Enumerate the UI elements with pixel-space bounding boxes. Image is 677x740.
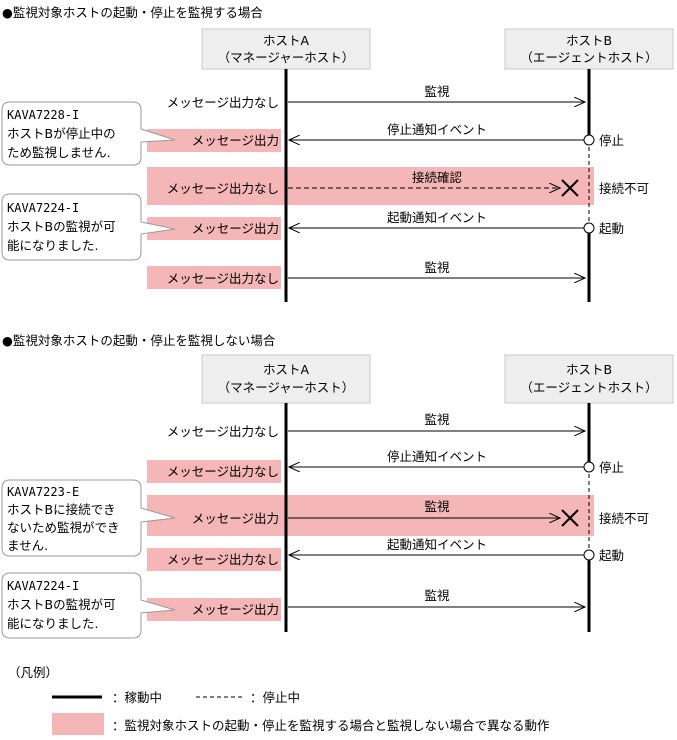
s1-left-highlight-1 [147, 129, 281, 152]
s1-msg-2-label: 停止通知イベント [387, 122, 487, 137]
s1-host-a-role: （マネージャーホスト） [218, 50, 355, 65]
s2-callout-2-line-2: ホストBの監視が可 [7, 597, 116, 612]
s1-row-4-right: 起動 [599, 221, 624, 236]
s1-row-3-left: メッセージ出力なし [167, 181, 279, 196]
s1-callout-2: KAVA7224-I ホストBの監視が可 能になりました. [1, 193, 176, 261]
s1-start-marker [583, 222, 595, 234]
s1-msg-1-label: 監視 [424, 84, 450, 99]
s2-msg-1-label: 監視 [424, 412, 450, 427]
s1-row-3-right: 接続不可 [599, 181, 649, 196]
s2-host-a-role: （マネージャーホスト） [218, 380, 355, 395]
s2-msg-4-label: 起動通知イベント [387, 537, 487, 552]
s2-callout-2: KAVA7224-I ホストBの監視が可 能になりました. [1, 572, 176, 639]
s1-callout-2-line-3: 能になりました. [7, 238, 98, 253]
s1-row-1-left: メッセージ出力なし [167, 95, 279, 110]
s1-left-highlight-2 [147, 217, 281, 240]
legend: （凡例） ：稼動中 ：停止中 ：監視対象ホストの起動・停止を監視する場合と監視し… [8, 665, 550, 735]
s2-msg-3-label: 監視 [424, 499, 450, 514]
s1-left-highlight-3 [147, 266, 281, 289]
s1-callout-1-line-3: ため監視しません. [7, 145, 111, 160]
section1-title: ●監視対象ホストの起動・停止を監視する場合 [2, 5, 263, 20]
s2-msg-2-label: 停止通知イベント [387, 449, 487, 464]
s2-row-4-right: 起動 [599, 548, 624, 563]
s1-callout-1: KAVA7228-I ホストBが停止中の ため監視しません. [1, 101, 176, 166]
s1-stop-marker [583, 134, 595, 146]
s1-msg-4-label: 起動通知イベント [387, 210, 487, 225]
s2-row-3-left: メッセージ出力 [192, 511, 279, 526]
legend-heading: （凡例） [8, 665, 58, 680]
s2-callout-1-line-2: ホストBに接続でき [7, 502, 116, 517]
s2-row-1-left: メッセージ出力なし [167, 424, 279, 439]
legend-highlight-label: ：監視対象ホストの起動・停止を監視する場合と監視しない場合で異なる動作 [112, 718, 550, 733]
s1-host-b-role: （エージェントホスト） [520, 50, 657, 65]
s1-msg-3-label: 接続確認 [412, 170, 463, 185]
s1-wide-highlight [147, 167, 594, 205]
legend-stopped-label: ：停止中 [250, 690, 300, 705]
s2-row-4-left: メッセージ出力なし [167, 552, 279, 567]
legend-active-label: ：稼動中 [112, 690, 162, 705]
s2-stop-marker [583, 461, 595, 473]
s1-host-b-box: ホストB （エージェントホスト） [504, 28, 674, 70]
s2-fail-cross-icon [561, 509, 579, 527]
s2-host-a-name: ホストA [263, 362, 310, 377]
s2-left-highlight-2 [147, 548, 281, 571]
s2-host-a-box: ホストA （マネージャーホスト） [201, 354, 371, 404]
s1-msg-5-label: 監視 [424, 260, 450, 275]
s2-row-2-right: 停止 [599, 460, 624, 475]
s2-row-5-left: メッセージ出力 [192, 602, 279, 617]
s1-fail-cross-icon [561, 179, 579, 197]
s2-callout-1-line-4: ません. [7, 538, 48, 553]
s2-callout-1: KAVA7223-E ホストBに接続でき ないため監視ができ ません. [1, 479, 176, 557]
s2-callout-1-line-1: KAVA7223-E [7, 485, 79, 499]
section2-title: ●監視対象ホストの起動・停止を監視しない場合 [2, 333, 276, 348]
s2-wide-highlight [147, 495, 594, 536]
s2-row-2-left: メッセージ出力なし [167, 464, 279, 479]
s1-callout-1-line-1: KAVA7228-I [7, 108, 79, 122]
s2-callout-1-line-3: ないため監視ができ [7, 520, 120, 535]
legend-highlight-swatch [52, 713, 104, 735]
s1-row-5-left: メッセージ出力なし [167, 271, 279, 286]
s2-callout-2-line-1: KAVA7224-I [7, 579, 79, 593]
s1-row-2-left: メッセージ出力 [192, 133, 279, 148]
s2-host-b-box: ホストB （エージェントホスト） [504, 354, 674, 404]
s2-host-b-name: ホストB [566, 362, 612, 377]
s1-callout-2-line-1: KAVA7224-I [7, 201, 79, 215]
s1-row-4-left: メッセージ出力 [192, 221, 279, 236]
s1-host-b-name: ホストB [566, 33, 612, 48]
s1-row-2-right: 停止 [599, 133, 624, 148]
s1-callout-2-line-2: ホストBの監視が可 [7, 219, 116, 234]
s1-host-a-box: ホストA （マネージャーホスト） [201, 28, 371, 70]
s2-msg-5-label: 監視 [424, 588, 450, 603]
s2-host-b-role: （エージェントホスト） [520, 380, 657, 395]
s1-host-a-name: ホストA [263, 33, 310, 48]
s2-row-3-right: 接続不可 [599, 511, 649, 526]
s2-left-highlight-3 [147, 598, 281, 621]
s1-callout-1-line-2: ホストBが停止中の [7, 126, 116, 141]
s2-start-marker [583, 549, 595, 561]
s2-callout-2-line-3: 能になりました. [7, 616, 98, 631]
s2-left-highlight-1 [147, 460, 281, 483]
